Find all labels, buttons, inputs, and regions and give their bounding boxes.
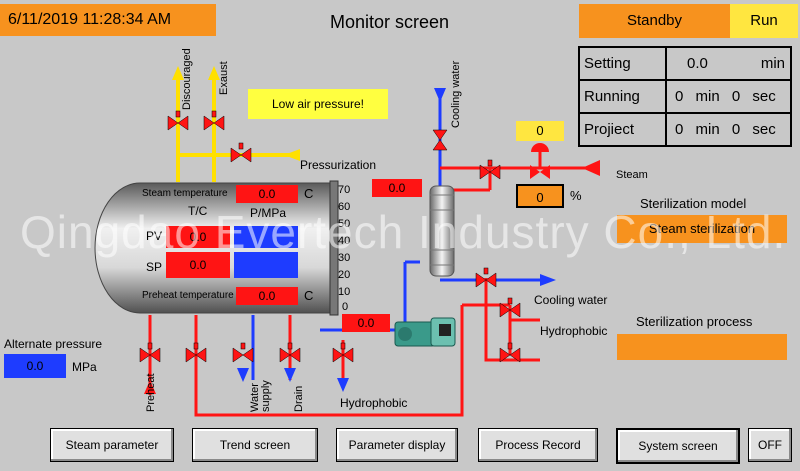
off-button[interactable]: OFF <box>748 428 792 462</box>
datetime-display: 6/11/2019 11:28:34 AM <box>0 4 216 36</box>
time-table: Setting 0.0 min Running 0 min 0 sec Proj… <box>578 46 792 147</box>
hx-temperature-value: 0.0 <box>372 179 422 197</box>
scale-tick: 50 <box>338 218 351 230</box>
sterilization-process-value <box>617 334 787 360</box>
table-row: Setting 0.0 min <box>578 46 792 81</box>
pv-label: PV <box>146 229 163 243</box>
air-pipes <box>176 75 298 182</box>
pressure-mpa-label: P/MPa <box>250 206 287 220</box>
steam-parameter-button[interactable]: Steam parameter <box>50 428 174 462</box>
sp-pressure-value <box>234 252 298 278</box>
drain-arrow <box>284 368 296 382</box>
sterilization-process-label: Sterilization process <box>636 314 753 329</box>
running-sec-unit: sec <box>752 88 776 105</box>
preheat-temperature-value: 0.0 <box>236 287 298 305</box>
row-label: Projiect <box>578 112 667 147</box>
steam-valve-percent: % <box>570 188 582 203</box>
heat-exchanger-bands <box>430 194 454 266</box>
running-sec-value: 0 <box>731 88 741 105</box>
system-screen-button[interactable]: System screen <box>616 428 740 464</box>
trend-screen-button[interactable]: Trend screen <box>192 428 318 462</box>
project-min-unit: min <box>695 121 720 138</box>
pump-temperature-value: 0.0 <box>342 314 390 332</box>
exaust-label: Exaust <box>218 61 230 95</box>
hydrophobic-right-label: Hydrophobic <box>540 324 608 338</box>
valves <box>139 110 521 363</box>
steam-arrow <box>582 160 600 176</box>
alarm-banner: Low air pressure! <box>248 89 388 119</box>
tc-label: T/C <box>188 204 208 218</box>
row-label: Running <box>578 79 667 114</box>
scale-tick: 20 <box>338 269 351 281</box>
heat-exchanger <box>429 185 455 277</box>
hydrophobic-bottom-label: Hydrophobic <box>340 396 408 410</box>
alternate-pressure-value: 0.0 <box>4 354 66 378</box>
pressurization-arrow <box>284 149 300 161</box>
page-title: Monitor screen <box>330 12 450 32</box>
discouraged-arrow <box>172 66 184 80</box>
circulation-pump <box>394 317 456 347</box>
discouraged-label: Discouraged <box>181 48 193 110</box>
process-record-button[interactable]: Process Record <box>478 428 598 462</box>
preheat-arrow <box>144 380 156 394</box>
alternate-pressure-label: Alternate pressure <box>4 337 103 351</box>
preheat-temperature-unit: C <box>304 288 314 303</box>
project-min-value: 0 <box>675 121 684 138</box>
steam-regulating-valve <box>530 143 550 179</box>
row-values: 0 min 0 sec <box>665 79 792 114</box>
sterilization-model-value: Steam sterilization <box>617 215 787 243</box>
steam-label: Steam <box>616 169 648 181</box>
project-sec-unit: sec <box>752 121 776 138</box>
hydrophobic-bottom-arrow <box>337 378 349 392</box>
vessel-flange <box>329 180 339 316</box>
pv-temperature-value: 0.0 <box>166 226 230 248</box>
scale-tick: 30 <box>338 252 351 264</box>
project-sec-value: 0 <box>731 121 741 138</box>
scale-tick: 0 <box>342 301 349 313</box>
steam-valve-setpoint: 0 <box>516 121 564 141</box>
scale-tick: 10 <box>338 286 351 298</box>
cooling-water-top-label: Cooling water <box>450 60 462 128</box>
row-label: Setting <box>578 46 667 81</box>
cooling-water-right-label: Cooling water <box>534 293 608 307</box>
scale-tick: 40 <box>338 235 351 247</box>
run-button[interactable]: Run <box>730 4 798 38</box>
exaust-arrow <box>208 66 220 80</box>
vessel-body <box>94 182 331 314</box>
table-row: Projiect 0 min 0 sec <box>578 112 792 147</box>
sp-label: SP <box>146 260 163 274</box>
steam-temperature-label: Steam temperature <box>142 188 228 199</box>
alternate-pressure-unit: MPa <box>72 360 97 374</box>
scale-tick: 60 <box>338 201 351 213</box>
water-supply-label: Water supply <box>249 380 272 412</box>
sp-temperature-value: 0.0 <box>166 252 230 278</box>
drain-label: Drain <box>293 385 305 412</box>
row-values: 0.0 min <box>665 46 792 81</box>
steam-temperature-unit: C <box>304 186 314 201</box>
table-row: Running 0 min 0 sec <box>578 79 792 114</box>
standby-button[interactable]: Standby <box>579 4 730 38</box>
steam-temperature-value: 0.0 <box>236 185 298 203</box>
cooling-water-out-arrow <box>540 274 556 286</box>
setting-value: 0.0 <box>687 55 708 72</box>
running-min-value: 0 <box>675 88 684 105</box>
preheat-temperature-label: Preheat temperature <box>142 290 234 301</box>
preheat-label: Preheat <box>145 373 157 412</box>
cooling-water-in-arrow <box>434 88 446 102</box>
pressurization-label: Pressurization <box>300 158 377 172</box>
steam-valve-opening: 0 <box>516 184 564 208</box>
running-min-unit: min <box>695 88 720 105</box>
scale-tick: 70 <box>338 184 351 196</box>
parameter-display-button[interactable]: Parameter display <box>336 428 458 462</box>
setting-unit: min <box>760 55 785 72</box>
water-supply-arrow <box>237 368 249 382</box>
row-values: 0 min 0 sec <box>665 112 792 147</box>
sterilization-model-label: Sterilization model <box>640 196 747 211</box>
pv-pressure-value <box>234 226 298 248</box>
